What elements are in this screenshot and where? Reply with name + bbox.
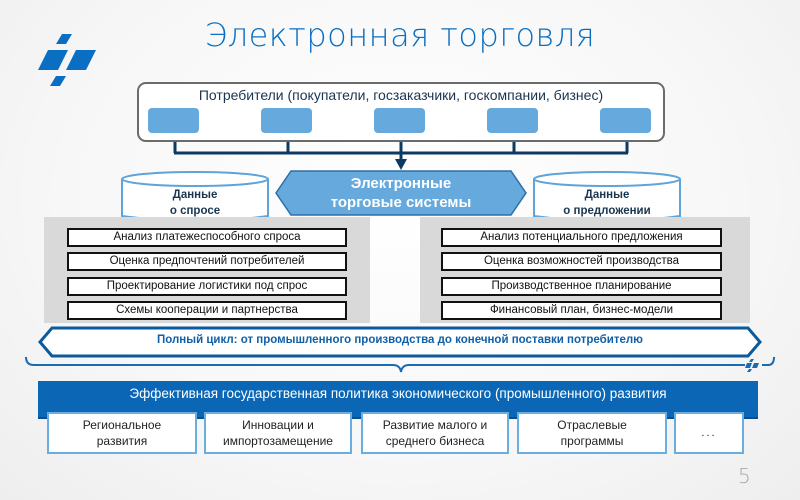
policy-box-line1: Отраслевые xyxy=(557,418,627,432)
banner-shape xyxy=(38,326,762,358)
database-icon xyxy=(121,171,269,222)
policy-box-line1: Развитие малого и xyxy=(382,418,488,432)
demand-data-cylinder: Данные о спросе xyxy=(120,170,270,222)
policy-box-line1: Инновации и xyxy=(242,418,314,432)
policy-box-more: ... xyxy=(674,412,744,454)
supply-data-line2: о предложении xyxy=(563,205,651,217)
consumer-box xyxy=(487,108,538,133)
policy-box-line2: импортозамещение xyxy=(223,434,333,448)
hexagon-shape xyxy=(275,170,527,216)
small-logo-icon xyxy=(745,359,759,372)
policy-box-line2: программы xyxy=(560,434,624,448)
consumers-label: Потребители (покупатели, госзаказчики, г… xyxy=(198,87,604,103)
demand-data-line1: Данные xyxy=(172,189,218,201)
policy-box-line1: Региональное xyxy=(82,418,162,432)
full-cycle-text: Полный цикл: от промышленного производст… xyxy=(157,334,643,346)
policy-box: Отраслевые программы xyxy=(517,412,667,454)
demand-item: Схемы кооперации и партнерства xyxy=(67,301,347,320)
consumer-box xyxy=(600,108,651,133)
supply-item: Анализ потенциального предложения xyxy=(441,228,722,247)
supply-item: Финансовый план, бизнес-модели xyxy=(441,301,722,320)
policy-box-line2: развития xyxy=(96,434,148,448)
ets-line1: Электронные xyxy=(350,175,452,192)
supply-item: Производственное планирование xyxy=(441,277,722,296)
demand-item: Проектирование логистики под спрос xyxy=(67,277,347,296)
consumer-box xyxy=(261,108,312,133)
consumer-box xyxy=(374,108,425,133)
supply-data-cylinder: Данные о предложении xyxy=(532,170,682,222)
ellipsis-text: ... xyxy=(701,427,717,439)
consumers-box: Потребители (покупатели, госзаказчики, г… xyxy=(137,82,665,142)
policy-box-line2: среднего бизнеса xyxy=(385,434,485,448)
brace-connector xyxy=(25,356,775,373)
supply-item: Оценка возможностей производства xyxy=(441,252,722,271)
logo-icon xyxy=(38,34,96,86)
policy-title: Эффективная государственная политика эко… xyxy=(129,386,667,401)
electronic-trading-systems: Электронные торговые системы xyxy=(275,170,527,216)
supply-data-line1: Данные xyxy=(584,189,630,201)
demand-data-line2: о спросе xyxy=(169,205,221,217)
policy-box: Инновации и импортозамещение xyxy=(204,412,352,454)
down-arrow-icon xyxy=(395,159,407,170)
page-number: 5 xyxy=(738,464,751,488)
page-title: Электронная торговля xyxy=(204,16,596,54)
demand-item: Оценка предпочтений потребителей xyxy=(67,252,347,271)
demand-item: Анализ платежеспособного спроса xyxy=(67,228,347,247)
policy-box: Развитие малого и среднего бизнеса xyxy=(361,412,509,454)
ets-line2: торговые системы xyxy=(330,194,472,211)
consumer-box xyxy=(148,108,199,133)
policy-box: Региональное развития xyxy=(47,412,197,454)
full-cycle-banner: Полный цикл: от промышленного производст… xyxy=(38,326,762,358)
